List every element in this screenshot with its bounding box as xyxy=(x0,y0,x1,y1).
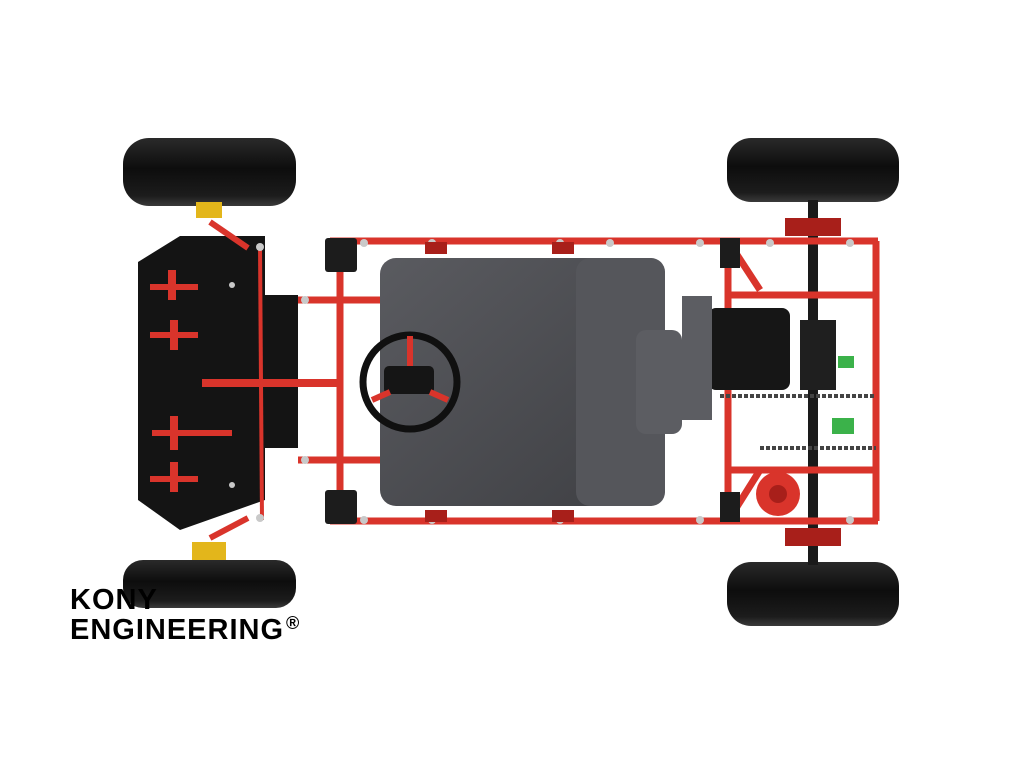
engine-block xyxy=(708,308,790,390)
brand-line-1: KONY xyxy=(70,584,158,616)
seat xyxy=(380,258,682,506)
rear-left-tire xyxy=(727,138,899,202)
seat-mounts xyxy=(425,242,574,522)
wheels xyxy=(123,138,899,626)
steering-wheel xyxy=(359,331,461,433)
front-steering-plate xyxy=(138,219,342,541)
frame-brackets xyxy=(325,238,740,524)
brand-line-2: ENGINEERING® xyxy=(70,613,301,648)
engine-assembly xyxy=(682,296,876,516)
rear-right-tire xyxy=(727,562,899,626)
front-right-hub xyxy=(192,542,226,560)
front-left-hub xyxy=(196,202,222,218)
seat-back xyxy=(576,258,665,506)
front-right-tire xyxy=(123,560,296,608)
brand-line-2-text: ENGINEERING xyxy=(70,614,285,646)
brand-logo: KONY ENGINEERING® xyxy=(70,585,300,648)
seat-headrest xyxy=(636,330,682,434)
registered-mark: ® xyxy=(286,613,301,633)
front-left-tire xyxy=(123,138,296,206)
